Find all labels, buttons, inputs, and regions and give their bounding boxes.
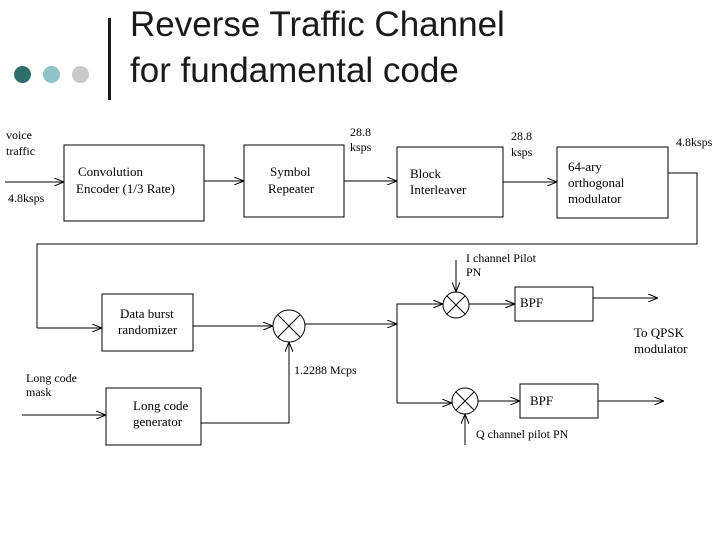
sym-label-2: Repeater xyxy=(268,181,315,196)
split-to-i-arrow xyxy=(396,304,443,403)
output-label-1: To QPSK xyxy=(634,325,685,340)
title-divider xyxy=(108,18,111,100)
feedback-wire xyxy=(36,172,698,328)
data-burst-randomizer-block xyxy=(101,293,194,352)
rate-1-label-2: ksps xyxy=(350,140,372,154)
voice-label-1: voice xyxy=(6,128,32,142)
title-line-2: for fundamental code xyxy=(130,51,459,90)
bullet-dot-3 xyxy=(72,66,89,83)
rate-3-label: 4.8ksps xyxy=(676,135,713,149)
voice-rate-label: 4.8ksps xyxy=(8,191,45,205)
orth-label-2: orthogonal xyxy=(568,175,625,190)
output-label-2: modulator xyxy=(634,341,688,356)
convolution-encoder-block xyxy=(63,144,205,222)
i-pilot-label-2: PN xyxy=(466,265,482,279)
blk-label-2: Interleaver xyxy=(410,182,467,197)
lcg-to-mixer-arrow xyxy=(201,342,289,424)
lcg-label-1: Long code xyxy=(133,398,188,413)
slide-title: Reverse Traffic Channel for fundamental … xyxy=(130,2,505,94)
rate-1-label-1: 28.8 xyxy=(350,125,371,139)
mixer-q xyxy=(451,387,479,415)
q-pilot-label: Q channel pilot PN xyxy=(476,427,569,441)
long-code-generator-block xyxy=(105,387,202,446)
title-line-1: Reverse Traffic Channel xyxy=(130,5,505,44)
mixer-i xyxy=(442,291,470,319)
long-code-mask-label-2: mask xyxy=(26,385,51,399)
blk-label-1: Block xyxy=(410,166,442,181)
burst-label-1: Data burst xyxy=(120,306,174,321)
rate-2-label-2: ksps xyxy=(511,145,533,159)
bpf-q-label: BPF xyxy=(530,393,553,408)
orth-label-1: 64-ary xyxy=(568,159,602,174)
conv-label-2: Encoder (1/3 Rate) xyxy=(76,181,175,196)
chip-rate-label: 1.2288 Mcps xyxy=(294,363,357,377)
long-code-mask-label-1: Long code xyxy=(26,371,77,385)
bullet-dot-2 xyxy=(43,66,60,83)
rate-2-label-1: 28.8 xyxy=(511,129,532,143)
bullet-dot-1 xyxy=(14,66,31,83)
bpf-i-label: BPF xyxy=(520,295,543,310)
voice-label-2: traffic xyxy=(6,144,35,158)
conv-label-1: Convolution xyxy=(78,164,144,179)
orth-label-3: modulator xyxy=(568,191,622,206)
sym-label-1: Symbol xyxy=(270,164,311,179)
lcg-label-2: generator xyxy=(133,414,183,429)
mixer-main xyxy=(272,309,306,343)
i-pilot-label-1: I channel Pilot xyxy=(466,251,537,265)
burst-label-2: randomizer xyxy=(118,322,178,337)
